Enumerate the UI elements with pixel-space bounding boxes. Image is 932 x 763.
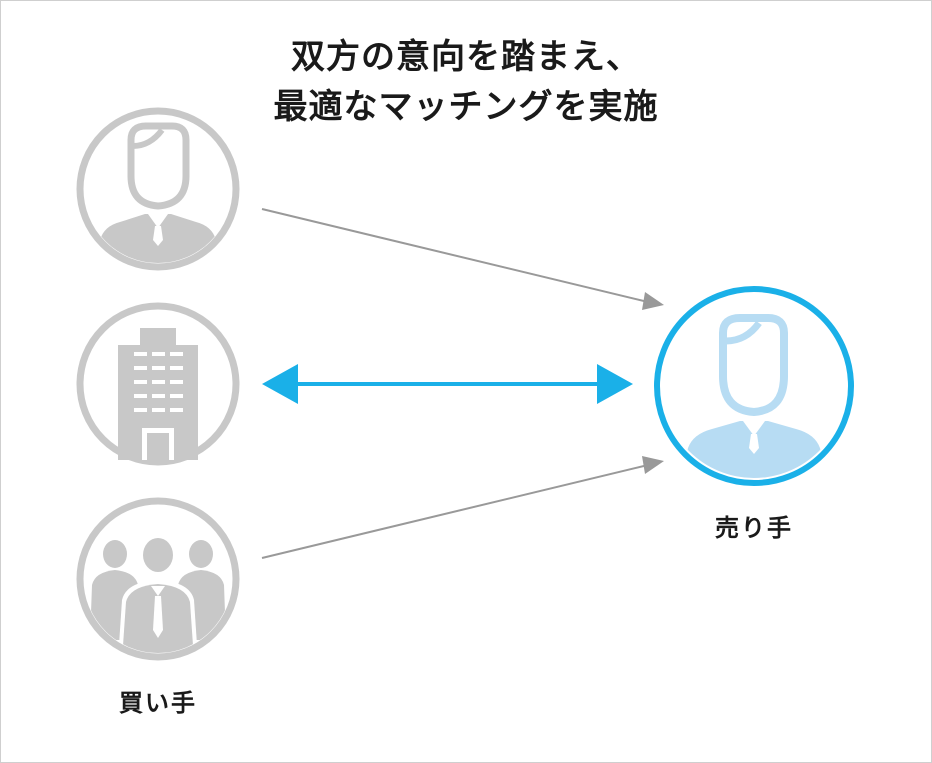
buyer-label: 買い手 xyxy=(119,689,197,717)
seller-label: 売り手 xyxy=(715,514,793,542)
diagram-title: 双方の意向を踏まえ、 最適なマッチングを実施 xyxy=(0,32,932,132)
arrow-group-to-seller xyxy=(261,456,664,559)
title-line-1: 双方の意向を踏まえ、 xyxy=(291,37,641,77)
title-line-2: 最適なマッチングを実施 xyxy=(273,87,659,127)
arrow-company-seller-bidirectional xyxy=(262,364,633,404)
buyer-group-icon xyxy=(76,497,240,661)
arrow-individual-to-seller xyxy=(261,208,664,310)
buyer-company-icon xyxy=(76,302,240,466)
buyer-individual-icon xyxy=(76,107,240,271)
seller-icon xyxy=(654,286,854,486)
